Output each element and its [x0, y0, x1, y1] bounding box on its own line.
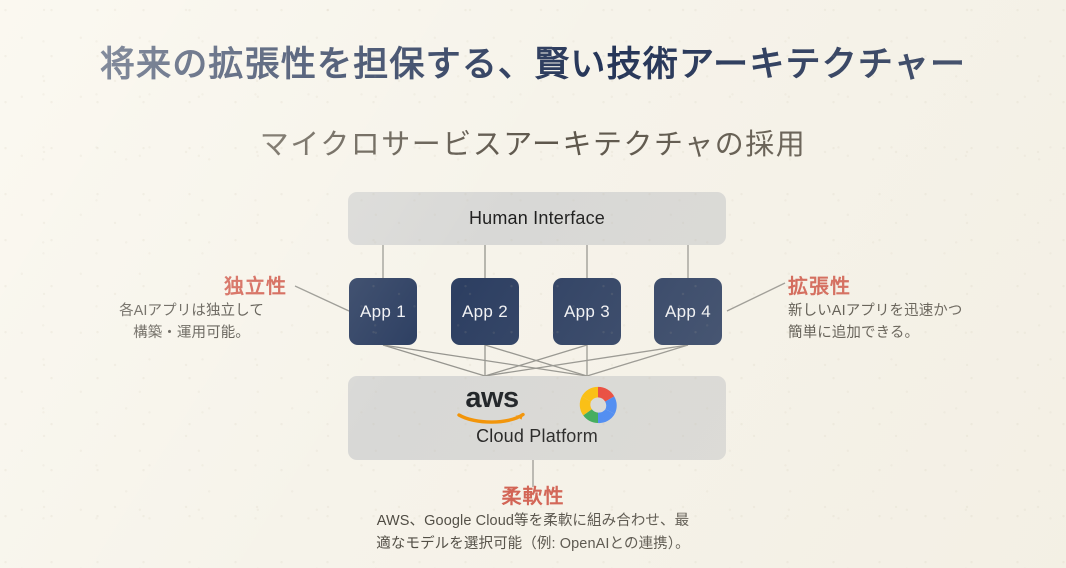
- app-node-app-4[interactable]: App 4: [654, 278, 722, 345]
- cloud-platform-label: Cloud Platform: [476, 426, 598, 446]
- annotation-flexibility: 柔軟性 AWS、Google Cloud等を柔軟に組み合わせ、最 適なモデルを選…: [333, 485, 733, 556]
- annotation-scalability-title: 拡張性: [788, 276, 851, 298]
- app-node-label: App 4: [665, 301, 711, 321]
- app-node-label: App 1: [360, 301, 406, 321]
- human-interface-box[interactable]: Human Interface: [348, 192, 726, 245]
- annotation-flexibility-body: AWS、Google Cloud等を柔軟に組み合わせ、最 適なモデルを選択可能（…: [376, 513, 690, 553]
- cloud-platform-box[interactable]: aws Cloud Platform: [348, 376, 726, 460]
- annotation-flexibility-title: 柔軟性: [501, 486, 565, 508]
- human-interface-label: Human Interface: [468, 208, 606, 228]
- aws-logo: aws: [453, 384, 531, 424]
- annotation-independence-body: 各AIアプリは独立して 構築・運用可能。: [119, 303, 264, 342]
- annotation-independence: 独立性 各AIアプリは独立して 構築・運用可能。: [84, 275, 299, 345]
- annotation-scalability: 拡張性 新しいAIアプリを迅速かつ 簡単に追加できる。: [788, 275, 1018, 345]
- app-node-app-1[interactable]: App 1: [349, 278, 417, 345]
- leader-line-scalability: [726, 282, 786, 312]
- leader-line-independence: [294, 285, 350, 312]
- aws-swoosh-icon: [457, 412, 525, 424]
- cloud-provider-logos: aws: [348, 382, 726, 426]
- app-node-label: App 2: [462, 301, 508, 321]
- app-node-app-3[interactable]: App 3: [553, 278, 621, 345]
- app-node-label: App 3: [564, 301, 610, 321]
- annotation-scalability-body: 新しいAIアプリを迅速かつ 簡単に追加できる。: [788, 303, 963, 342]
- connector-app1-hubA: [382, 344, 486, 377]
- annotation-independence-title: 独立性: [224, 276, 287, 298]
- google-cloud-logo: [579, 386, 617, 424]
- app-node-app-2[interactable]: App 2: [451, 278, 519, 345]
- connector-app4-hubB: [586, 344, 689, 377]
